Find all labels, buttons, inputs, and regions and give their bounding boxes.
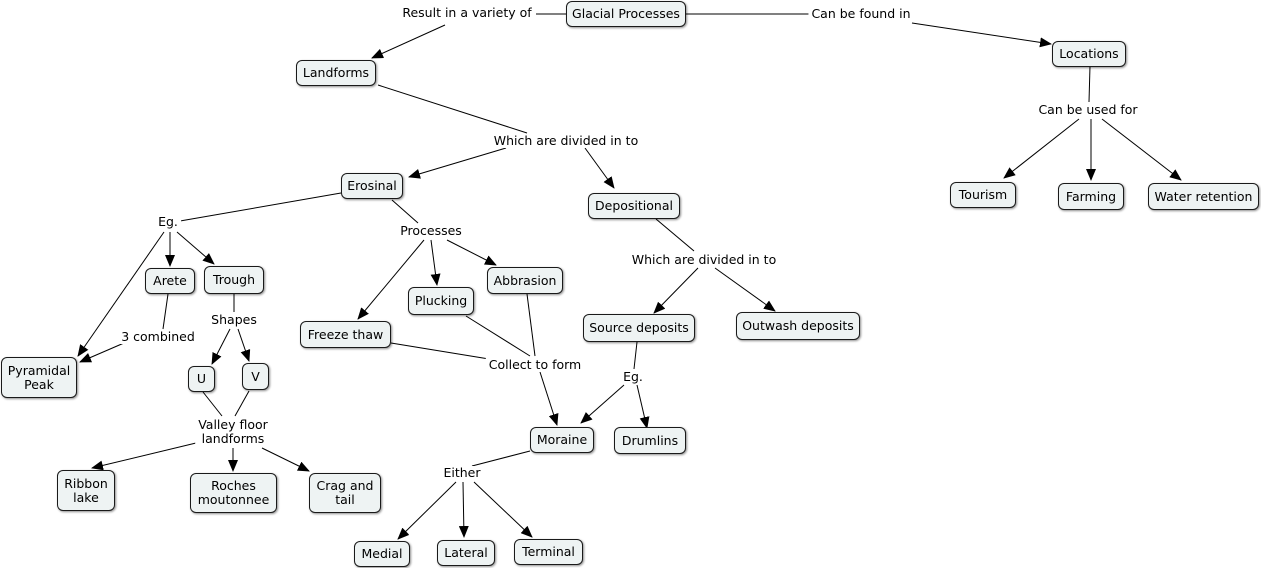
node-landforms[interactable]: Landforms [296, 60, 376, 86]
connector-arrow [714, 267, 776, 312]
node-ribbon-lake[interactable]: Ribbon lake [57, 470, 115, 511]
node-trough[interactable]: Trough [204, 266, 264, 294]
connector-line [234, 390, 250, 417]
connector-line [526, 293, 536, 357]
connector-arrow [446, 239, 497, 266]
connector-line [391, 199, 419, 224]
node-locations[interactable]: Locations [1052, 41, 1126, 67]
node-depositional[interactable]: Depositional [588, 193, 680, 219]
connector-arrow [430, 239, 441, 286]
node-medial[interactable]: Medial [354, 541, 410, 567]
connector-line [377, 84, 528, 134]
link-divided-in-to-depositional: Which are divided in to [628, 253, 780, 267]
connector-arrow [211, 328, 231, 365]
node-source-deposits[interactable]: Source deposits [583, 314, 695, 342]
node-abbrasion[interactable]: Abbrasion [487, 267, 563, 294]
node-erosinal[interactable]: Erosinal [341, 173, 403, 199]
node-farming[interactable]: Farming [1058, 183, 1124, 210]
connector-arrow [357, 239, 425, 320]
connector-arrow [408, 147, 507, 179]
connector-arrow [473, 481, 533, 538]
connector-arrow [1101, 118, 1182, 181]
node-v[interactable]: V [242, 363, 269, 390]
node-crag-and-tail[interactable]: Crag and tail [309, 473, 381, 513]
connector-arrow [911, 22, 1052, 48]
connector-line [179, 192, 342, 222]
connector-arrow [584, 147, 615, 189]
link-three-combined: 3 combined [118, 330, 198, 344]
connector-arrow [371, 24, 446, 59]
node-u[interactable]: U [188, 366, 215, 392]
node-glacial-processes[interactable]: Glacial Processes [566, 1, 686, 27]
node-arete[interactable]: Arete [145, 268, 195, 294]
node-water-retention[interactable]: Water retention [1148, 183, 1259, 210]
connector-line [471, 450, 531, 467]
node-roches-moutonnee[interactable]: Roches moutonnee [190, 473, 277, 513]
node-plucking[interactable]: Plucking [408, 287, 474, 315]
connector-line [162, 293, 169, 330]
node-freeze-thaw[interactable]: Freeze thaw [300, 321, 391, 348]
link-processes: Processes [397, 224, 465, 238]
link-collect-to-form: Collect to form [485, 358, 585, 372]
connector-arrow [397, 481, 457, 540]
link-eg-erosinal: Eg. [155, 215, 181, 229]
connector-arrow [1003, 118, 1080, 179]
node-lateral[interactable]: Lateral [437, 540, 495, 566]
link-eg-deposits: Eg. [620, 370, 646, 384]
connector-arrow [261, 447, 310, 472]
connector-line [465, 315, 531, 357]
connector-arrow [176, 231, 215, 265]
link-can-be-found-in: Can be found in [808, 7, 914, 21]
connector-line [202, 391, 223, 417]
connector-line [655, 218, 695, 252]
connector-arrow [653, 267, 699, 314]
link-divided-in-to-landforms: Which are divided in to [490, 134, 642, 148]
connector-line [1088, 65, 1091, 103]
link-can-be-used-for: Can be used for [1035, 103, 1141, 117]
node-moraine[interactable]: Moraine [530, 427, 594, 453]
node-terminal[interactable]: Terminal [514, 539, 583, 565]
node-drumlins[interactable]: Drumlins [614, 427, 686, 454]
connector-arrow [539, 371, 559, 426]
connector-line [633, 341, 638, 370]
connector-arrow [77, 231, 165, 357]
link-valley-floor-landforms: Valley floor landforms [195, 418, 271, 446]
connector-line [390, 342, 490, 360]
connector-arrow [636, 384, 650, 429]
connector-arrow [79, 342, 125, 363]
connector-arrow [91, 442, 197, 471]
connector-arrow [580, 384, 625, 424]
node-outwash-deposits[interactable]: Outwash deposits [736, 312, 860, 340]
link-either: Either [440, 466, 484, 480]
node-pyramidal-peak[interactable]: Pyramidal Peak [1, 357, 77, 398]
connector-arrow [458, 481, 469, 538]
link-shapes: Shapes [208, 313, 260, 327]
node-tourism[interactable]: Tourism [950, 182, 1016, 208]
connector-arrow [237, 328, 251, 362]
link-result-in-variety: Result in a variety of [399, 6, 535, 20]
